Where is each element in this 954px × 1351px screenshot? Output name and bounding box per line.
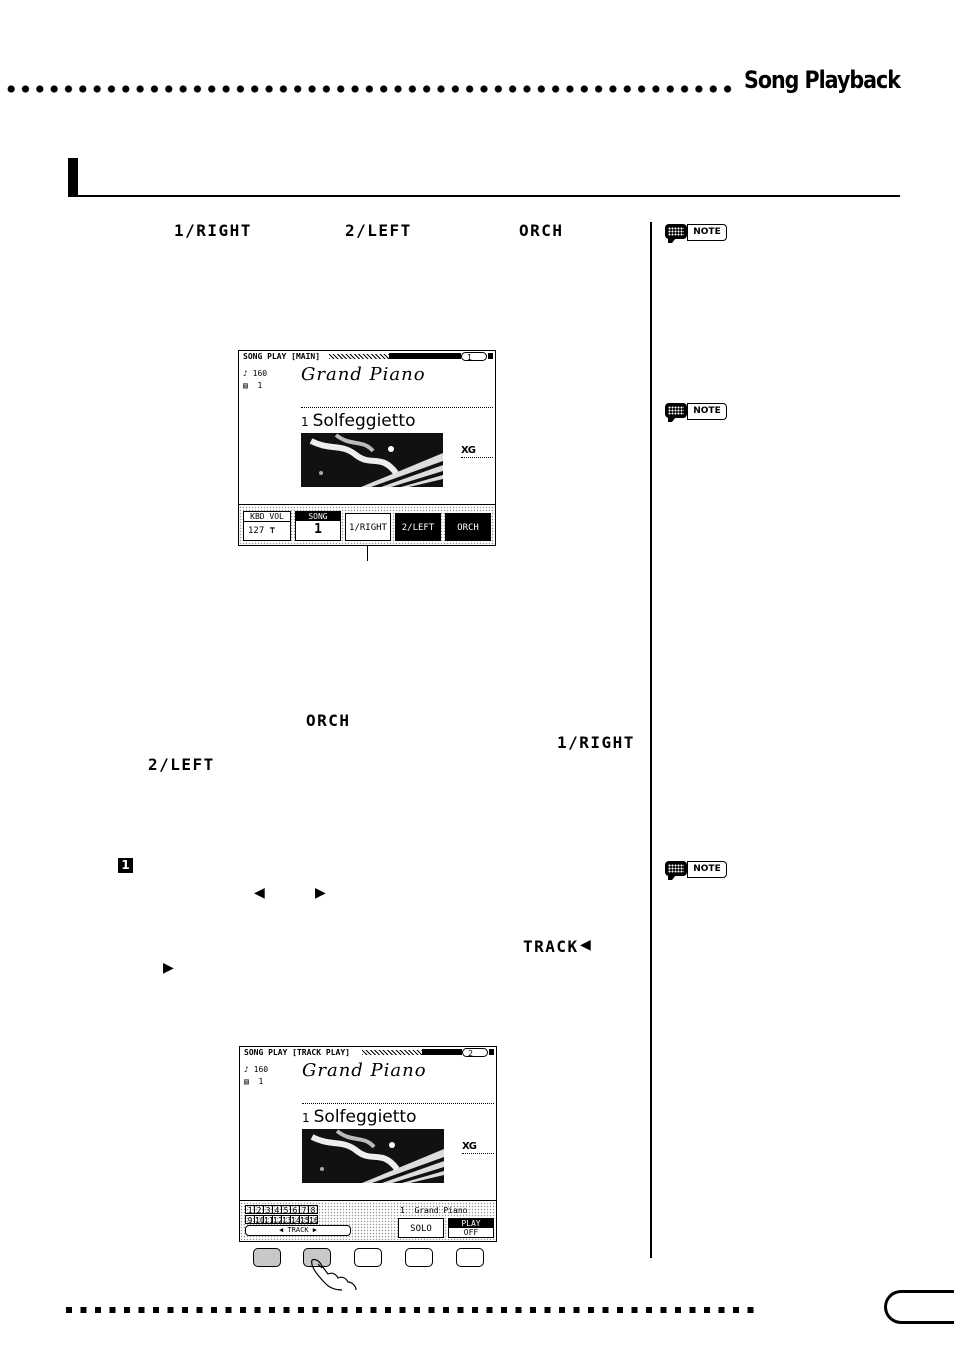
lcd-dotted-line xyxy=(301,407,493,408)
lcd-header-end xyxy=(488,353,493,359)
lcd-header-hatch xyxy=(329,354,389,359)
lcd-header: SONG PLAY [TRACK PLAY] xyxy=(244,1048,350,1057)
track-left-arrow-icon: ◀ xyxy=(580,937,591,953)
pressing-hand-icon xyxy=(311,1258,357,1291)
lcd-song-play-main: SONG PLAY [MAIN] 1 ♪ 160 ▤ 1 Grand Piano… xyxy=(238,350,496,546)
panel-button-2[interactable] xyxy=(303,1248,331,1267)
arrow-right-icon: ▶ xyxy=(315,885,326,901)
step-number: 1 xyxy=(118,858,133,873)
lcd-tempo: ♪ 160 ▤ 1 xyxy=(244,1065,269,1086)
label-2-left-2: 2/LEFT xyxy=(148,755,215,774)
track-right-arrow-icon: ▶ xyxy=(163,960,174,976)
kbd-vol-box[interactable]: KBD VOL 127 ⊤ xyxy=(243,511,291,541)
label-1-right-2: 1/RIGHT xyxy=(557,733,635,752)
panel-button-3[interactable] xyxy=(354,1248,382,1267)
panel-button-4[interactable] xyxy=(405,1248,433,1267)
lcd-dotted-line xyxy=(302,1103,494,1104)
lcd-header-bar xyxy=(389,353,461,359)
right-part-button[interactable]: 1/RIGHT xyxy=(345,513,391,541)
song-select-box[interactable]: SONG 1 xyxy=(295,511,341,541)
callout-line xyxy=(367,545,368,561)
lcd-header-end xyxy=(489,1049,494,1055)
section-marker xyxy=(68,158,78,196)
lcd-page-indicator: 2 xyxy=(462,1048,488,1058)
panel-button-1[interactable] xyxy=(253,1248,281,1267)
section-rule xyxy=(68,195,900,197)
xg-logo: XG xyxy=(462,1141,494,1154)
lcd-header-hatch xyxy=(362,1050,422,1055)
lcd-piano-artwork xyxy=(301,433,443,487)
page-tab xyxy=(884,1290,954,1324)
lcd-tempo: ♪ 160 ▤ 1 xyxy=(243,369,268,390)
label-orch: ORCH xyxy=(519,221,564,240)
note-icon: NOTE xyxy=(665,403,729,423)
lcd-header: SONG PLAY [MAIN] xyxy=(243,352,321,361)
lcd-divider xyxy=(239,504,495,505)
panel-button-5[interactable] xyxy=(456,1248,484,1267)
play-off-button[interactable]: PLAY OFF xyxy=(448,1218,494,1238)
note-icon: NOTE xyxy=(665,861,729,881)
lcd-voice-name: Grand Piano xyxy=(301,364,426,385)
label-track: TRACK xyxy=(523,937,579,956)
xg-logo: XG xyxy=(461,445,493,458)
lcd-song-play-track: SONG PLAY [TRACK PLAY] 2 ♪ 160 ▤ 1 Grand… xyxy=(239,1046,497,1242)
track-voice: 1 Grand Piano xyxy=(400,1206,468,1215)
header-dot-rule xyxy=(4,84,737,94)
footer-dash-rule xyxy=(66,1306,756,1314)
track-cell[interactable]: 8 xyxy=(308,1205,318,1215)
lcd-page-indicator: 1 xyxy=(461,352,487,362)
lcd-header-bar xyxy=(422,1049,462,1055)
left-part-button[interactable]: 2/LEFT xyxy=(395,513,441,541)
track-cell[interactable]: 16 xyxy=(308,1215,319,1225)
lcd-piano-artwork xyxy=(302,1129,444,1183)
arrow-left-icon: ◀ xyxy=(254,885,265,901)
solo-button[interactable]: SOLO xyxy=(398,1218,444,1238)
label-1-right: 1/RIGHT xyxy=(174,221,252,240)
lcd-voice-name: Grand Piano xyxy=(302,1060,427,1081)
label-2-left: 2/LEFT xyxy=(345,221,412,240)
margin-rule xyxy=(650,222,652,1258)
note-icon: NOTE xyxy=(665,224,729,244)
orch-part-button[interactable]: ORCH xyxy=(445,513,491,541)
label-orch-2: ORCH xyxy=(306,711,351,730)
running-head: Song Playback xyxy=(744,66,901,94)
lcd-divider xyxy=(240,1200,496,1201)
track-nav[interactable]: ◀ TRACK ▶ xyxy=(245,1225,351,1236)
